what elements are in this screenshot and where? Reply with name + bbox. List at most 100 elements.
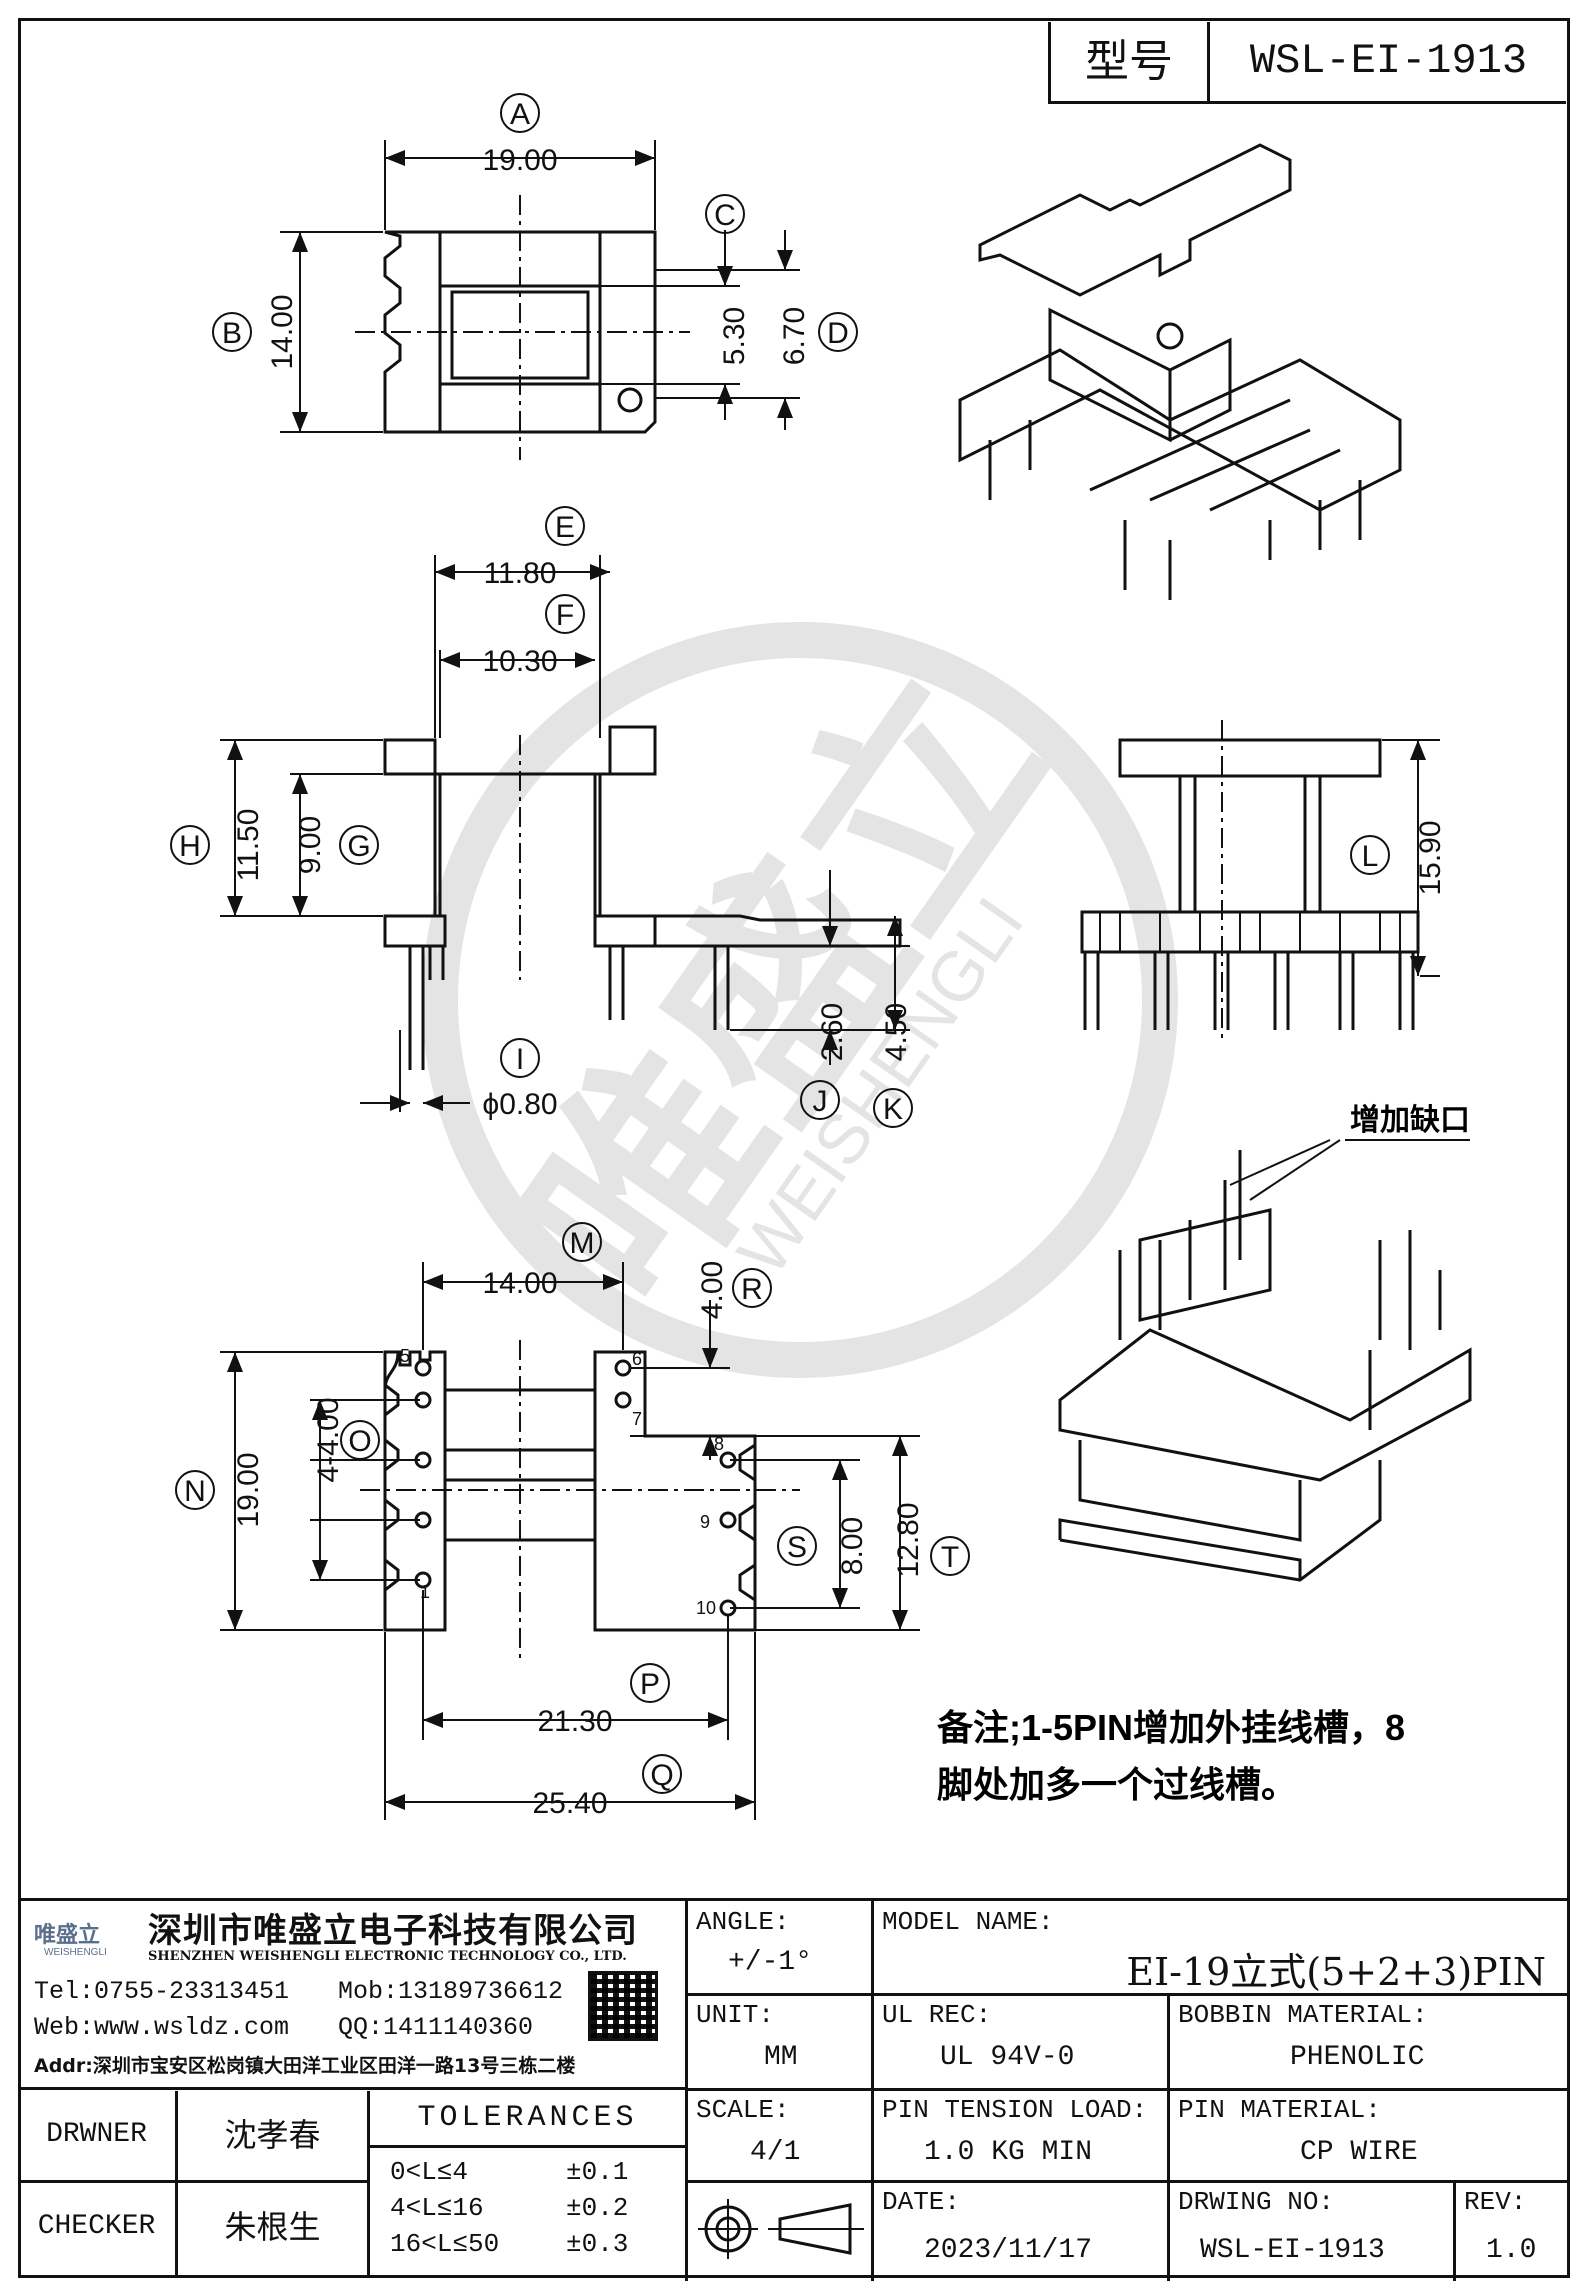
drawing-number-value: WSL-EI-1913	[1200, 2235, 1385, 2266]
pin-material-value: CP WIRE	[1300, 2137, 1418, 2168]
front-view	[1080, 720, 1440, 1040]
ul-cell: UL REC: UL 94V-0	[874, 1996, 1170, 2091]
tolerances-label: TOLERANCES	[370, 2091, 685, 2148]
scale-cell: SCALE: 4/1	[688, 2091, 874, 2183]
angle-cell: ANGLE: +/-1°	[688, 1901, 874, 1996]
label-e: E	[555, 511, 575, 544]
technical-drawing: 唯盛立 WEISHENGLI	[170, 93, 1472, 1820]
value-a: 19.00	[482, 144, 557, 177]
model-box-value: WSL-EI-1913	[1249, 37, 1528, 85]
label-p: P	[640, 1668, 660, 1701]
note-line-1: 备注;1-5PIN增加外挂线槽，8	[937, 1707, 1405, 1748]
isometric-view-top	[958, 143, 1402, 600]
value-j: 2.60	[816, 1003, 849, 1061]
notch-annotation: 增加缺口	[1350, 1104, 1470, 1137]
tol-range-2: 4<L≤16	[390, 2193, 484, 2223]
projection-symbol-cell	[688, 2183, 874, 2281]
spec-grid: ANGLE: +/-1° MODEL NAME: EI-19立式(5+2+3)P…	[688, 1901, 1570, 2281]
checker-value-cell: 朱根生	[178, 2183, 370, 2275]
company-qq: QQ:1411140360	[338, 2013, 534, 2042]
tol-value-3: ±0.3	[566, 2229, 629, 2259]
pin-8: 8	[714, 1434, 724, 1454]
label-t: T	[941, 1541, 959, 1574]
value-m: 14.00	[482, 1267, 557, 1300]
drawer-value: 沈孝春	[224, 2116, 321, 2154]
value-c: 5.30	[718, 307, 751, 365]
value-i: ϕ0.80	[482, 1088, 557, 1121]
date-value: 2023/11/17	[924, 2235, 1093, 2266]
note-line-2: 脚处加多一个过线槽。	[937, 1764, 1297, 1805]
logo-subtext: WEISHENGLI	[44, 1947, 107, 1958]
bobbin-cell: BOBBIN MATERIAL: PHENOLIC	[1170, 1996, 1570, 2091]
drawing-number-cell: DRWING NO: WSL-EI-1913	[1170, 2183, 1456, 2281]
tension-value: 1.0 KG MIN	[924, 2137, 1093, 2168]
watermark: 唯盛立 WEISHENGLI	[422, 622, 1178, 1378]
pin-material-cell: PIN MATERIAL: CP WIRE	[1170, 2091, 1570, 2183]
pin-1: 1	[420, 1582, 430, 1602]
date-cell: DATE: 2023/11/17	[874, 2183, 1170, 2281]
value-q: 25.40	[532, 1787, 607, 1820]
model-box: 型号 WSL-EI-1913	[1048, 22, 1566, 104]
value-s: 8.00	[836, 1517, 869, 1575]
tol-range-1: 0<L≤4	[390, 2157, 469, 2187]
pin-10: 10	[696, 1598, 716, 1618]
label-f: F	[556, 599, 574, 632]
scale-label: SCALE:	[696, 2095, 790, 2125]
tension-label: PIN TENSION LOAD:	[882, 2095, 1148, 2125]
top-view	[280, 140, 800, 460]
value-h: 11.50	[232, 809, 265, 882]
company-name-cn: 深圳市唯盛立电子科技有限公司	[148, 1911, 638, 1951]
angle-label: ANGLE:	[696, 1907, 790, 1937]
value-r: 4.00	[696, 1261, 729, 1319]
company-name-en: SHENZHEN WEISHENGLI ELECTRONIC TECHNOLOG…	[148, 1949, 627, 1964]
label-r: R	[741, 1273, 763, 1306]
revision-cell: REV: 1.0	[1456, 2183, 1570, 2281]
side-view	[220, 555, 910, 1112]
drawing-frame	[18, 18, 1570, 2278]
signature-area: DRWNER 沈孝春 CHECKER 朱根生 TOLERANCES 0<L≤4 …	[18, 2091, 688, 2281]
tol-range-3: 16<L≤50	[390, 2229, 500, 2259]
label-s: S	[787, 1531, 807, 1564]
label-a: A	[510, 98, 530, 131]
pin-7: 7	[632, 1409, 642, 1429]
value-g: 9.00	[294, 816, 327, 874]
unit-label: UNIT:	[696, 2000, 775, 2030]
tol-value-1: ±0.1	[566, 2157, 629, 2187]
label-h: H	[179, 830, 201, 863]
model-name-value: EI-19立式(5+2+3)PIN	[1126, 1950, 1546, 1994]
checker-value: 朱根生	[224, 2208, 321, 2246]
bottom-view	[220, 1262, 920, 1820]
scale-value: 4/1	[750, 2137, 801, 2168]
angle-value: +/-1°	[728, 1947, 813, 1978]
unit-cell: UNIT: MM	[688, 1996, 874, 2091]
drawing-number-label: DRWING NO:	[1178, 2187, 1335, 2217]
drawer-value-cell: 沈孝春	[178, 2091, 370, 2183]
revision-value: 1.0	[1486, 2235, 1537, 2266]
value-o: 4-4.00	[312, 1397, 345, 1482]
date-label: DATE:	[882, 2187, 961, 2217]
checker-label-cell: CHECKER	[18, 2183, 178, 2275]
label-i: I	[516, 1043, 524, 1076]
label-d: D	[827, 317, 849, 350]
label-c: C	[714, 199, 736, 232]
qr-code	[588, 1971, 658, 2041]
ul-value: UL 94V-0	[940, 2042, 1075, 2073]
divider	[18, 2087, 688, 2090]
dimension-labels: A B C D E F G H I J K L M N	[170, 93, 1447, 1820]
label-n: N	[184, 1475, 206, 1508]
label-m: M	[570, 1227, 595, 1260]
unit-value: MM	[764, 2042, 798, 2073]
value-l: 15.90	[1414, 820, 1447, 895]
model-box-label: 型号	[1051, 22, 1210, 101]
tolerances-cell: TOLERANCES 0<L≤4 ±0.1 4<L≤16 ±0.2 16<L≤5…	[370, 2091, 688, 2281]
company-tel: Tel:0755-23313451	[34, 1977, 290, 2006]
label-j: J	[813, 1085, 828, 1118]
tol-value-2: ±0.2	[566, 2193, 629, 2223]
pin-9: 9	[700, 1512, 710, 1532]
projection-symbol-icon	[698, 2199, 864, 2259]
drawer-label-cell: DRWNER	[18, 2091, 178, 2183]
label-o: O	[348, 1425, 371, 1458]
label-g: G	[347, 830, 370, 863]
label-l: L	[1362, 840, 1379, 873]
company-logo: 唯盛立 WEISHENGLI	[34, 1911, 134, 1967]
